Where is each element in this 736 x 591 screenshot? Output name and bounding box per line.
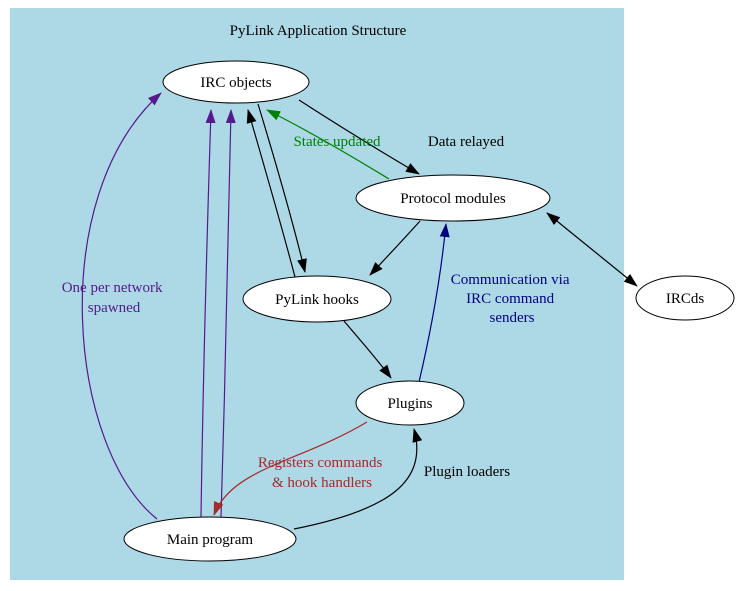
edge-label-states-updated: States updated: [293, 134, 381, 150]
edge-irc-objects-to-protocol-modules: [298, 99, 420, 175]
node-irc-objects-shape: [162, 60, 310, 104]
node-pylink-hooks-shape: [242, 275, 392, 323]
node-ircds-shape: [635, 275, 735, 321]
edge-label-registers-commands-line2: & hook handlers: [272, 475, 372, 491]
edge-plugins-to-main-program: [213, 421, 368, 516]
node-main-program-shape: [123, 516, 297, 562]
node-plugins-label: Plugins: [387, 396, 432, 412]
node-protocol-modules-label: Protocol modules: [400, 191, 506, 207]
edge-pylink-hooks-to-irc-objects: [246, 109, 296, 278]
edge-protocol-modules-to-pylink-hooks: [369, 220, 421, 276]
edge-label-communication-line1: Communication via: [451, 272, 570, 288]
edge-main-program-to-irc-objects-a: [200, 109, 216, 518]
edge-label-one-per-network: One per network spawned: [62, 280, 167, 316]
edge-irc-objects-to-pylink-hooks: [257, 103, 307, 273]
edge-main-program-to-irc-objects-outer: [81, 92, 162, 520]
node-main-program-label: Main program: [167, 532, 254, 548]
node-protocol-modules: Protocol modules: [355, 174, 551, 222]
diagram-title: PyLink Application Structure: [230, 23, 407, 39]
edge-label-communication-line2: IRC command: [466, 291, 554, 307]
node-ircds: IRCds: [635, 275, 735, 321]
edge-label-data-relayed: Data relayed: [428, 134, 505, 150]
edge-main-program-to-plugins: [293, 428, 423, 530]
edge-label-communication: Communication via IRC command senders: [451, 272, 573, 326]
node-ircds-label: IRCds: [666, 291, 705, 307]
edge-label-communication-line3: senders: [490, 310, 535, 326]
edge-main-program-to-irc-objects-b: [220, 109, 236, 518]
node-irc-objects-label: IRC objects: [200, 75, 271, 91]
edge-label-registers-commands-line1: Registers commands: [258, 455, 383, 471]
node-protocol-modules-shape: [355, 174, 551, 222]
edge-label-plugin-loaders: Plugin loaders: [424, 464, 510, 480]
edge-label-registers-commands: Registers commands & hook handlers: [258, 455, 386, 491]
node-main-program: Main program: [123, 516, 297, 562]
node-pylink-hooks-label: PyLink hooks: [275, 292, 359, 308]
edge-plugins-to-protocol-modules: [418, 223, 450, 383]
node-plugins-shape: [355, 380, 465, 426]
edge-pylink-hooks-to-plugins: [343, 320, 392, 379]
edge-protocol-modules-ircds: [546, 212, 638, 287]
node-plugins: Plugins: [355, 380, 465, 426]
edge-label-one-per-network-line1: One per network: [62, 280, 163, 296]
edge-protocol-modules-to-irc-objects: [266, 109, 390, 180]
edge-label-one-per-network-line2: spawned: [88, 300, 141, 316]
node-irc-objects: IRC objects: [162, 60, 310, 104]
node-pylink-hooks: PyLink hooks: [242, 275, 392, 323]
